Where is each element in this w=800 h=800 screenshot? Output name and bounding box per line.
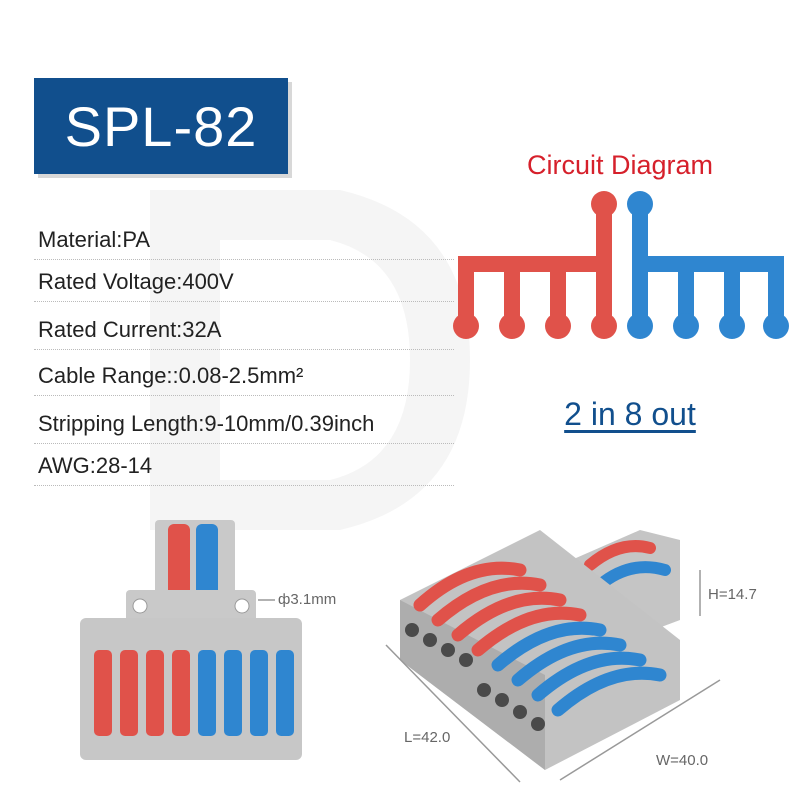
width-dimension-label: W=40.0: [656, 752, 709, 769]
isometric-levers: [413, 561, 667, 717]
connector-front-view: [80, 520, 302, 760]
model-title: SPL-82: [64, 94, 258, 158]
circuit-diagram-title: Circuit Diagram: [526, 150, 714, 180]
height-dimension-label: H=14.7: [708, 586, 757, 603]
spec-stripping-length: Stripping Length:9-10mm/0.39inch: [34, 404, 454, 444]
spec-material: Material:PA: [34, 220, 454, 260]
circuit-red-half: [453, 191, 617, 339]
isometric-holes: [405, 623, 545, 731]
spec-awg: AWG:28-14: [34, 446, 454, 486]
hole-diameter-label: ф3.1mm: [278, 591, 337, 608]
circuit-diagram: [453, 191, 789, 339]
circuit-blue-half: [627, 191, 789, 339]
spec-current: Rated Current:32A: [34, 310, 454, 350]
product-illustrations: [80, 520, 721, 783]
spec-cable-range: Cable Range::0.08-2.5mm²: [34, 356, 454, 396]
io-configuration-text: 2 in 8 out: [564, 396, 696, 432]
connector-isometric-view: [385, 530, 721, 783]
spec-voltage: Rated Voltage:400V: [34, 262, 454, 302]
front-view-levers: [94, 650, 294, 736]
watermark-logo: [150, 190, 470, 530]
model-title-box: SPL-82: [34, 78, 288, 174]
length-dimension-label: L=42.0: [404, 729, 451, 746]
